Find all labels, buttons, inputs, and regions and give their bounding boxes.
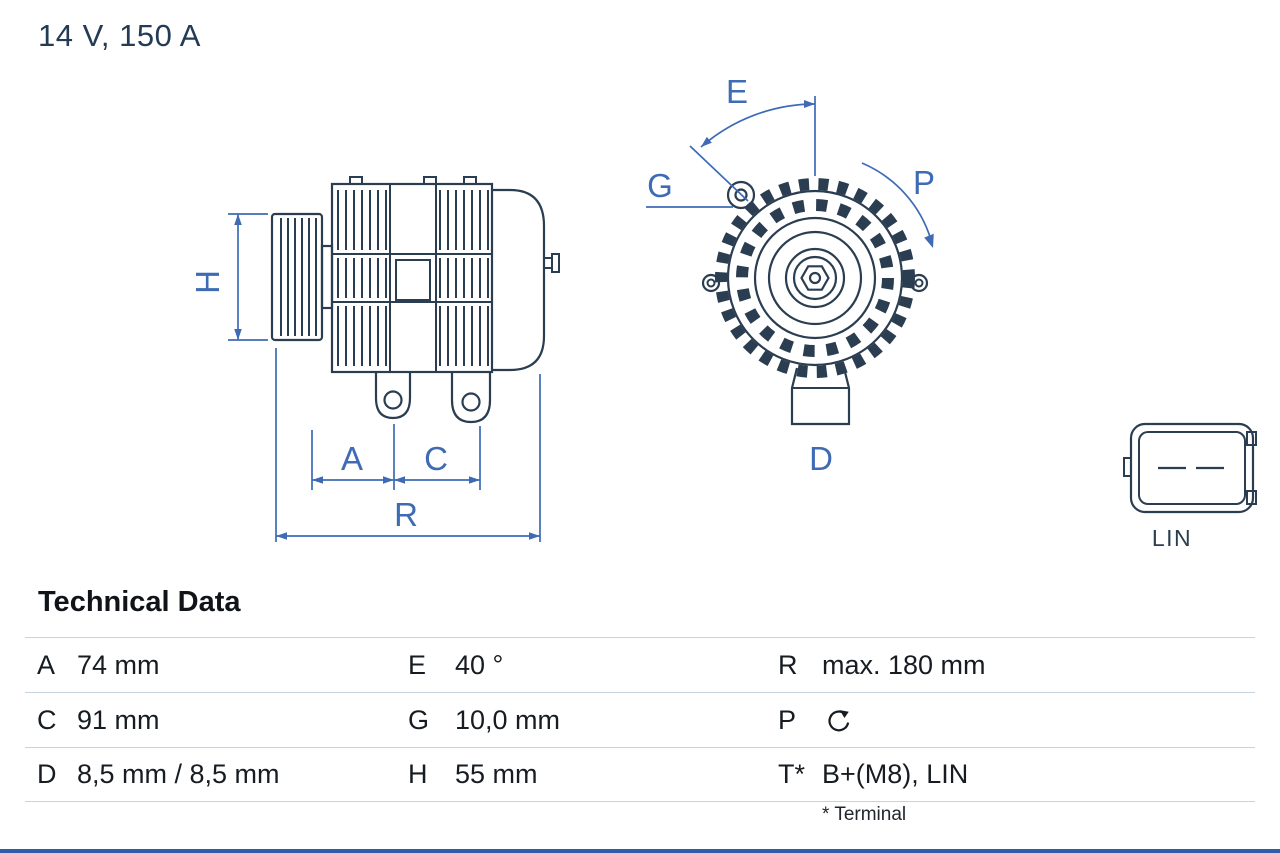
dimension-label-a: A (341, 440, 363, 477)
alternator-front-view: E G P D (646, 73, 935, 477)
spec-value-g: 10,0 mm (455, 704, 561, 735)
spec-value-h: 55 mm (455, 759, 538, 789)
spec-value-p (822, 705, 1255, 735)
technical-data-table: A 74 mm E 40 ° R max. 180 mm C 91 mm G 1… (25, 637, 1255, 802)
spec-key-c: C (37, 704, 57, 735)
mounting-lugs (374, 372, 492, 424)
cooling-fins-right (439, 190, 489, 366)
dimension-label-h: H (189, 270, 226, 294)
spec-key-a: A (37, 649, 56, 680)
alternator-housing (330, 176, 560, 374)
spec-value-e: 40 ° (455, 649, 504, 680)
dimension-D: D (809, 440, 833, 477)
spec-key-r: R (778, 649, 798, 680)
dimension-label-r: R (394, 496, 418, 533)
spec-key-g: G (408, 704, 430, 735)
connector-housing (1129, 422, 1255, 514)
dimension-G: G (646, 167, 733, 208)
cooling-fins-left (337, 190, 387, 366)
vent-slots (736, 199, 894, 357)
rotation-direction-P: P (861, 162, 935, 248)
dimension-label-g: G (647, 167, 673, 204)
fan-serration (715, 178, 915, 378)
rotation-direction-icon (828, 710, 850, 732)
spec-value-d: 8,5 mm / 8,5 mm (77, 759, 280, 789)
connector-latch (1123, 457, 1132, 477)
dimension-label-e: E (726, 73, 748, 110)
dimension-label-c: C (424, 440, 448, 477)
dimension-H: H (189, 213, 268, 341)
bottom-accent-bar (0, 849, 1280, 853)
product-rating: 14 V, 150 A (38, 18, 201, 53)
rear-end-cap (492, 188, 546, 372)
spec-key-d: D (37, 759, 57, 789)
alternator-technical-drawing: H A C R (189, 73, 1257, 551)
dimension-E: E (689, 73, 816, 202)
spec-key-e: E (408, 649, 427, 680)
spec-value-t: B+(M8), LIN (822, 759, 969, 789)
mounting-ear-top (726, 180, 756, 210)
mounting-foot (790, 367, 851, 426)
table-row: C 91 mm G 10,0 mm P (25, 692, 1255, 747)
connector-tab-top (1246, 431, 1257, 446)
connector-tab-bottom (1246, 490, 1257, 505)
table-row: A 74 mm E 40 ° R max. 180 mm (25, 637, 1255, 692)
dimension-label-d: D (809, 440, 833, 477)
spec-key-t: T* (778, 759, 805, 789)
b-plus-terminal (543, 257, 553, 269)
lin-connector-diagram: LIN (1123, 422, 1257, 551)
technical-data-title: Technical Data (38, 586, 241, 618)
alternator-side-view: H A C R (189, 176, 560, 542)
dimension-A-C-R: A C R (275, 348, 541, 542)
spec-key-p: P (778, 704, 797, 735)
table-row: D 8,5 mm / 8,5 mm H 55 mm T* B+(M8), LIN (25, 747, 1255, 802)
spec-value-c: 91 mm (77, 704, 160, 735)
mounting-ear-left (701, 273, 721, 293)
terminal-footnote: * Terminal (822, 804, 907, 825)
spec-key-h: H (408, 759, 428, 789)
dimension-label-p: P (913, 164, 935, 201)
spec-value-r: max. 180 mm (822, 649, 986, 680)
mounting-ear-right (909, 273, 929, 293)
spec-value-a: 74 mm (77, 649, 160, 680)
shaft-nut (800, 265, 830, 291)
connector-label: LIN (1152, 525, 1192, 551)
pulley (270, 212, 334, 342)
